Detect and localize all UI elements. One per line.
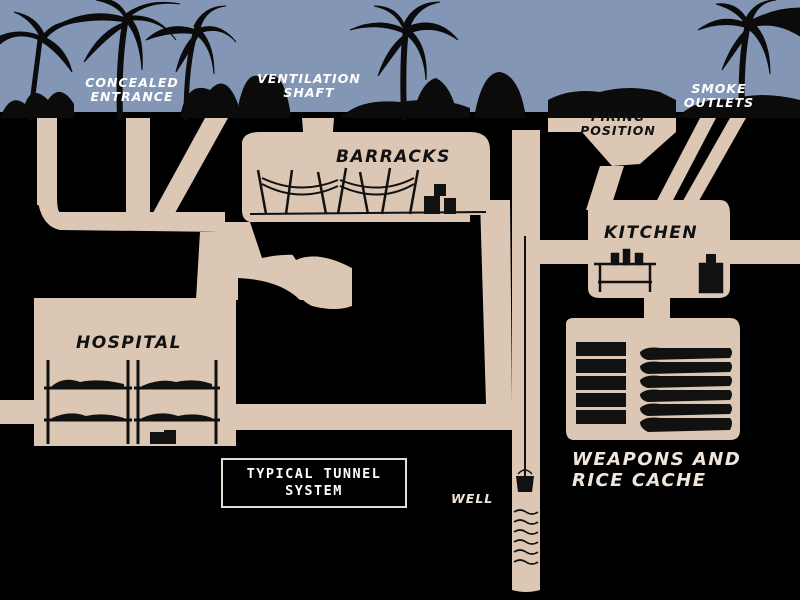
kitchen-furniture	[594, 248, 724, 294]
barracks-sump	[296, 256, 352, 309]
barracks-crates	[424, 184, 456, 214]
barracks-label: BARRACKS	[336, 147, 451, 167]
kitchen-well-passage	[540, 240, 588, 264]
upper-passage	[37, 195, 225, 232]
smoke-outlet-2	[680, 118, 746, 206]
barracks-lower-passage	[215, 222, 320, 300]
kitchen-label: KITCHEN	[604, 223, 699, 243]
diagram-title: TYPICAL TUNNEL SYSTEM	[246, 466, 382, 499]
well-water	[513, 509, 539, 565]
ventilation-shaft-label: VENTILATION SHAFT	[257, 71, 361, 101]
hospital-shaft	[196, 232, 224, 300]
middle-shaft	[480, 200, 512, 404]
hospital-label: HOSPITAL	[76, 333, 182, 353]
weapons-crates	[576, 342, 626, 424]
smoke-outlets-label: SMOKE OUTLETS	[683, 81, 755, 111]
firing-position	[548, 118, 676, 166]
rice-sacks	[640, 347, 732, 432]
smoke-outlet-1	[654, 118, 716, 206]
kitchen-room	[588, 200, 730, 298]
carved-earth	[250, 222, 470, 268]
entrance-diagonal	[148, 118, 228, 222]
entrance-shaft-left	[37, 118, 57, 205]
ground-vegetation	[0, 72, 800, 118]
well-bucket	[516, 476, 534, 492]
firing-connector	[586, 166, 624, 210]
hospital-patients	[52, 379, 212, 444]
concealed-entrance-label: CONCEALED ENTRANCE	[85, 75, 179, 105]
firing-position-label: FIRING POSITION	[580, 109, 656, 139]
well-label: WELL	[451, 491, 494, 506]
lower-main-passage	[236, 404, 540, 430]
well-equipment	[516, 236, 534, 492]
weapons-cache-label: WEAPONS AND RICE CACHE	[572, 449, 742, 491]
diagram-title-box: TYPICAL TUNNEL SYSTEM	[221, 458, 407, 508]
palm-trees	[0, 0, 800, 121]
lower-passage	[0, 400, 34, 424]
entrance-shaft-right	[126, 118, 150, 220]
kitchen-exit	[730, 240, 800, 264]
hospital-room	[34, 298, 236, 446]
